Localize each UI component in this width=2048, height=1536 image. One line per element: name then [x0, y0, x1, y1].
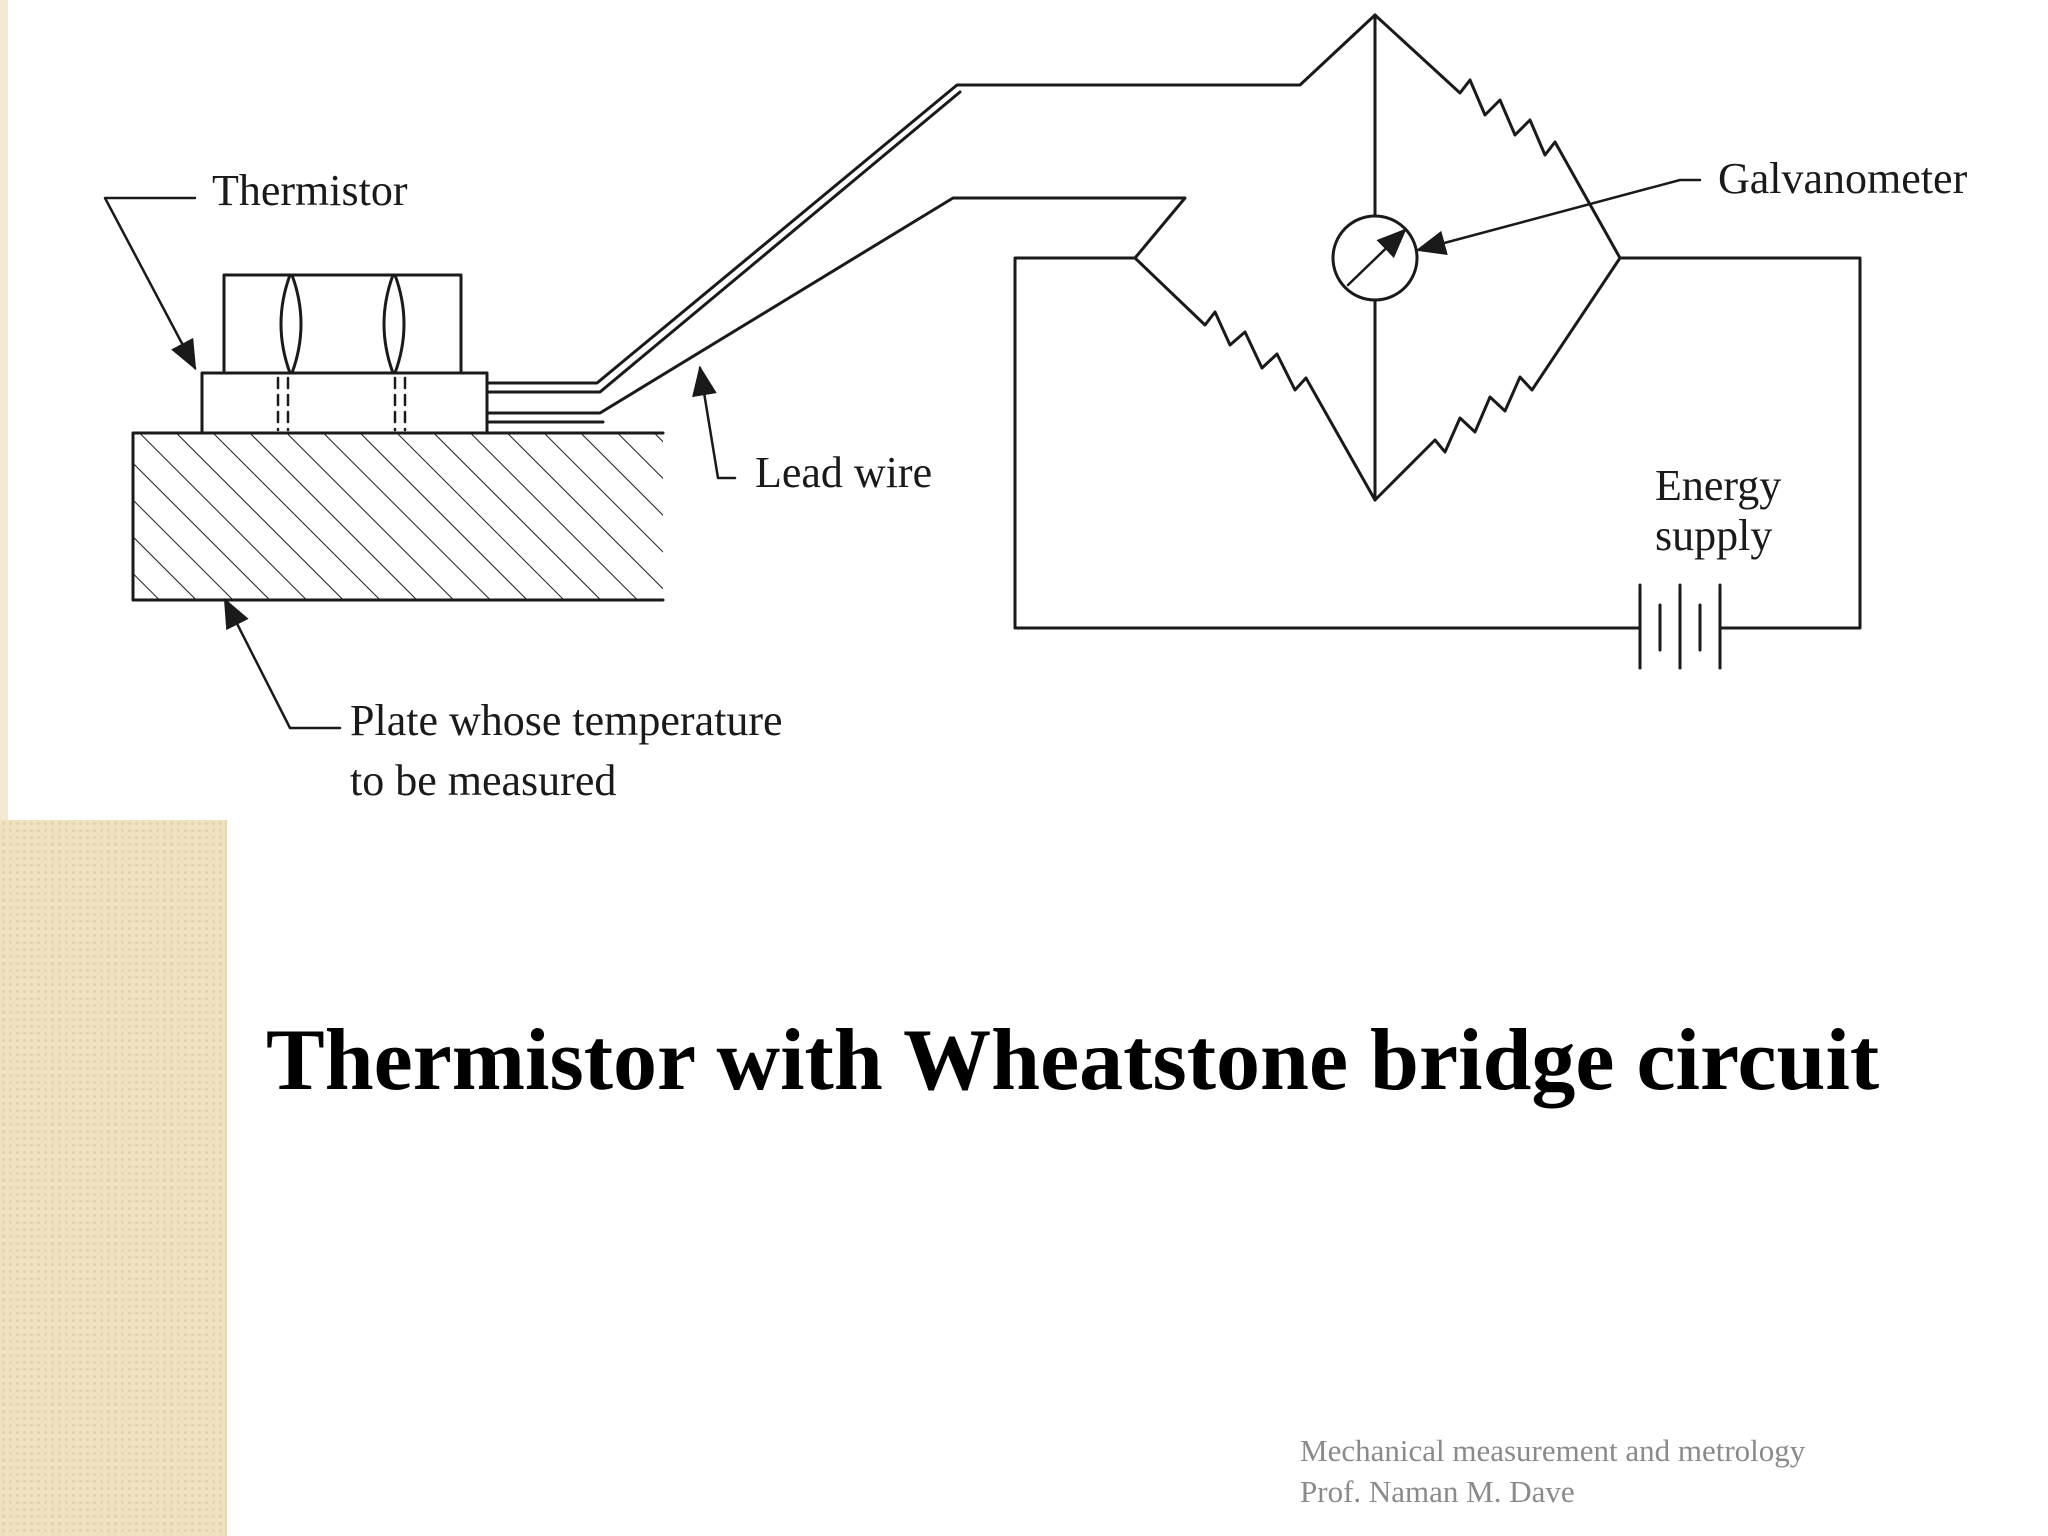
lead-wires	[485, 13, 1377, 424]
energy-supply-label-line1: Energy	[1655, 461, 1781, 510]
footer: Mechanical measurement and metrology Pro…	[1300, 1430, 1805, 1512]
thermistor-body	[200, 273, 489, 435]
footer-author: Prof. Naman M. Dave	[1300, 1474, 1575, 1509]
leader-lines	[103, 178, 1702, 730]
thermistor-label: Thermistor	[212, 166, 408, 215]
energy-supply-label-line2: supply	[1655, 511, 1772, 560]
slide-title: Thermistor with Wheatstone bridge circui…	[266, 1012, 1880, 1109]
supply-circuit	[1013, 256, 1862, 670]
lead-wire-label: Lead wire	[755, 448, 932, 497]
decorative-sidebar	[0, 820, 227, 1536]
galvanometer-label: Galvanometer	[1718, 154, 1968, 203]
plate	[131, 431, 665, 602]
footer-course: Mechanical measurement and metrology	[1300, 1433, 1806, 1468]
wheatstone-bridge	[1133, 13, 1622, 502]
plate-label-line2: to be measured	[350, 756, 616, 805]
thermistor-bridge-diagram: Thermistor Galvanometer Lead wire Energy…	[103, 13, 1968, 805]
plate-label-line1: Plate whose temperature	[350, 696, 783, 745]
left-edge-strip	[0, 0, 8, 820]
